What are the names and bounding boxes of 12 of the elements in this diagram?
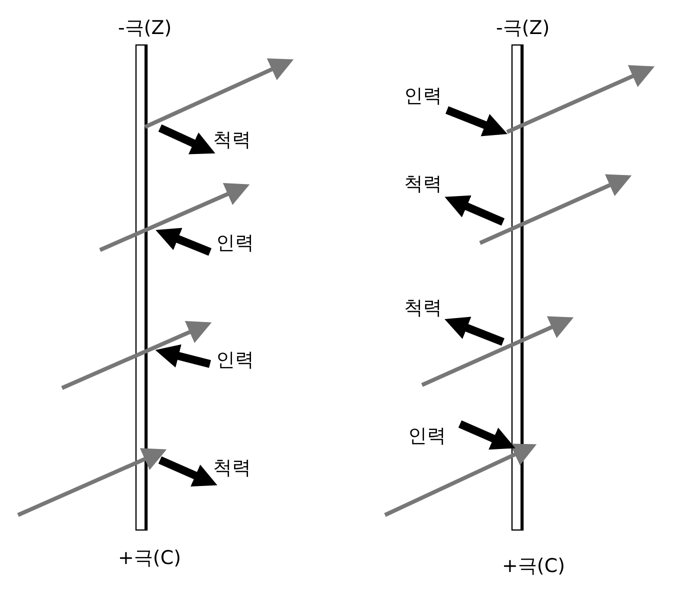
force-label: 척력 bbox=[213, 130, 251, 151]
force-label: 인력 bbox=[216, 233, 254, 254]
force-label: 척력 bbox=[404, 174, 442, 195]
pole-label: -극(Z) bbox=[496, 18, 550, 39]
force-label: 인력 bbox=[216, 350, 254, 371]
force-label: 인력 bbox=[404, 86, 442, 107]
force-label: 척력 bbox=[404, 298, 442, 319]
pole-label: +극(C) bbox=[502, 556, 566, 577]
force-label: 척력 bbox=[213, 458, 251, 479]
force-label: 인력 bbox=[408, 426, 446, 447]
pole-label: -극(Z) bbox=[118, 18, 172, 39]
pole-label: +극(C) bbox=[118, 548, 182, 569]
